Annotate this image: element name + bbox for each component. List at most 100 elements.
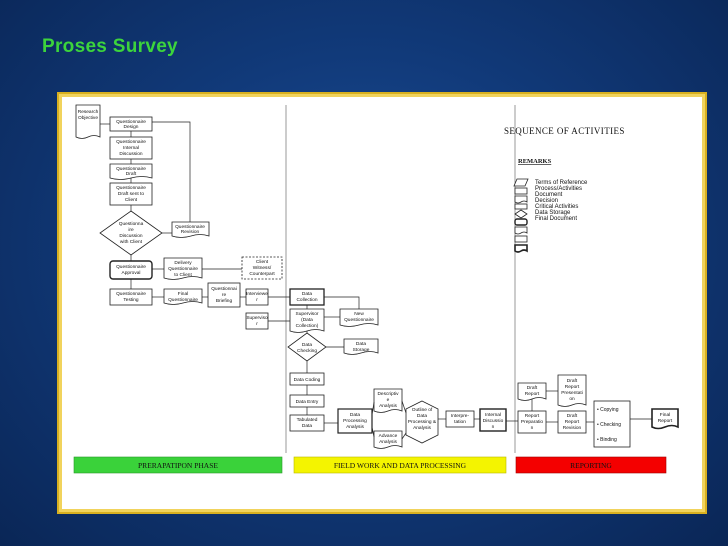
- svg-text:Internal: Internal: [485, 412, 501, 418]
- svg-text:Presentati: Presentati: [561, 390, 583, 396]
- svg-text:Discussion: Discussion: [119, 151, 143, 157]
- process-diagram: SEQUENCE OF ACTIVITIES REMARKS Terms of …: [62, 97, 702, 509]
- svg-text:Questionnaire: Questionnaire: [116, 119, 146, 125]
- svg-text:Analysis: Analysis: [346, 424, 364, 430]
- legend-diamond-icon: [514, 209, 528, 219]
- svg-text:Data: Data: [417, 413, 427, 419]
- svg-text:Design: Design: [124, 124, 139, 130]
- legend-document-icon: [514, 195, 528, 204]
- legend-final-document-icon: [514, 226, 528, 235]
- svg-text:Collection): Collection): [296, 323, 319, 329]
- svg-text:Final: Final: [178, 291, 188, 297]
- legend-label-process: Process/Activities: [535, 186, 582, 192]
- svg-text:Report: Report: [525, 391, 540, 397]
- node-finishing-steps: • Copying • Checking • Binding: [593, 400, 631, 448]
- svg-text:Draft: Draft: [567, 413, 578, 419]
- phase-reporting: REPORTING: [515, 456, 667, 474]
- svg-text:Interpre-: Interpre-: [451, 413, 470, 419]
- legend-label-terms: Terms of Reference: [535, 180, 588, 186]
- svg-text:Analysis: Analysis: [413, 425, 431, 431]
- svg-text:Final: Final: [660, 412, 670, 418]
- legend-label-decision: Decision: [535, 198, 558, 204]
- svg-text:• Copying: • Copying: [597, 407, 619, 413]
- svg-text:Report: Report: [565, 419, 580, 425]
- svg-text:Revision: Revision: [181, 229, 200, 235]
- node-data-coding: Data Coding: [289, 372, 325, 386]
- svg-text:Data Coding: Data Coding: [294, 377, 321, 383]
- legend-label-document: Document: [535, 192, 563, 198]
- svg-text:Analysis: Analysis: [379, 439, 397, 445]
- svg-text:Testing: Testing: [123, 297, 139, 303]
- svg-text:Report: Report: [525, 413, 540, 419]
- svg-text:Internal: Internal: [123, 145, 139, 151]
- node-research-objective: Research Objective: [75, 104, 101, 139]
- svg-text:Questionnaire: Questionnaire: [116, 185, 146, 191]
- svg-text:on: on: [569, 397, 575, 402]
- legend-bold-doc-icon: [514, 244, 528, 253]
- svg-text:Questionnaire: Questionnaire: [116, 139, 146, 145]
- svg-text:e: e: [387, 398, 390, 403]
- svg-text:Descriptiv: Descriptiv: [377, 391, 399, 397]
- svg-text:Questionna: Questionna: [119, 221, 144, 227]
- phase-label-field: FIELD WORK AND DATA PROCESSING: [334, 461, 467, 470]
- svg-text:Processing &: Processing &: [408, 419, 437, 425]
- node-supervisor: Supervisor: [245, 312, 269, 330]
- svg-text:Supervisor: Supervisor: [296, 311, 319, 317]
- svg-text:Data: Data: [302, 342, 312, 348]
- svg-text:Questionnai: Questionnai: [211, 286, 237, 292]
- svg-text:New: New: [354, 311, 364, 317]
- svg-text:Outline of: Outline of: [412, 407, 433, 413]
- svg-text:Discussio: Discussio: [483, 418, 504, 424]
- svg-text:Objective: Objective: [78, 115, 98, 121]
- svg-text:Advance: Advance: [379, 433, 398, 439]
- svg-text:Draft: Draft: [567, 378, 578, 384]
- diagram-frame: SEQUENCE OF ACTIVITIES REMARKS Terms of …: [57, 92, 707, 514]
- slide-title: Proses Survey: [42, 36, 178, 57]
- legend-parallelogram-icon: [513, 178, 529, 187]
- svg-text:Tabulated: Tabulated: [297, 417, 318, 423]
- svg-text:Delivery: Delivery: [174, 260, 192, 266]
- svg-text:Processing: Processing: [343, 418, 367, 424]
- svg-text:Storage: Storage: [353, 347, 370, 353]
- legend-decision-icon: [514, 203, 528, 210]
- svg-text:to Client: to Client: [174, 272, 192, 278]
- legend: Terms of Reference Process/Activities Do…: [513, 178, 588, 253]
- svg-text:Report: Report: [565, 384, 580, 390]
- phase-prep: PRERAPATIPON PHASE: [73, 456, 283, 474]
- svg-text:n: n: [531, 426, 534, 431]
- svg-text:Data Entry: Data Entry: [296, 399, 319, 405]
- svg-text:Preparatio: Preparatio: [521, 419, 543, 425]
- svg-text:Report: Report: [658, 418, 673, 424]
- legend-storage-icon: [514, 218, 528, 226]
- svg-text:• Checking: • Checking: [597, 422, 621, 428]
- svg-text:Approval: Approval: [122, 270, 141, 276]
- svg-text:r: r: [256, 297, 258, 303]
- svg-text:Analysis: Analysis: [379, 403, 397, 409]
- phase-field: FIELD WORK AND DATA PROCESSING: [293, 456, 507, 474]
- svg-text:Research: Research: [78, 109, 99, 115]
- svg-text:Interviewe: Interviewe: [246, 291, 268, 297]
- node-data-entry: Data Entry: [289, 394, 325, 408]
- svg-text:r: r: [256, 321, 258, 327]
- node-interpretation: Interpre-tation: [445, 410, 475, 428]
- svg-text:Questionnaire: Questionnaire: [344, 317, 374, 323]
- legend-label-critical: Critical Activities: [535, 204, 578, 210]
- legend-rect-icon: [514, 187, 528, 195]
- svg-text:Questionnaire: Questionnaire: [116, 264, 146, 270]
- svg-text:Counterpart: Counterpart: [249, 271, 275, 277]
- svg-text:Draft: Draft: [527, 385, 538, 391]
